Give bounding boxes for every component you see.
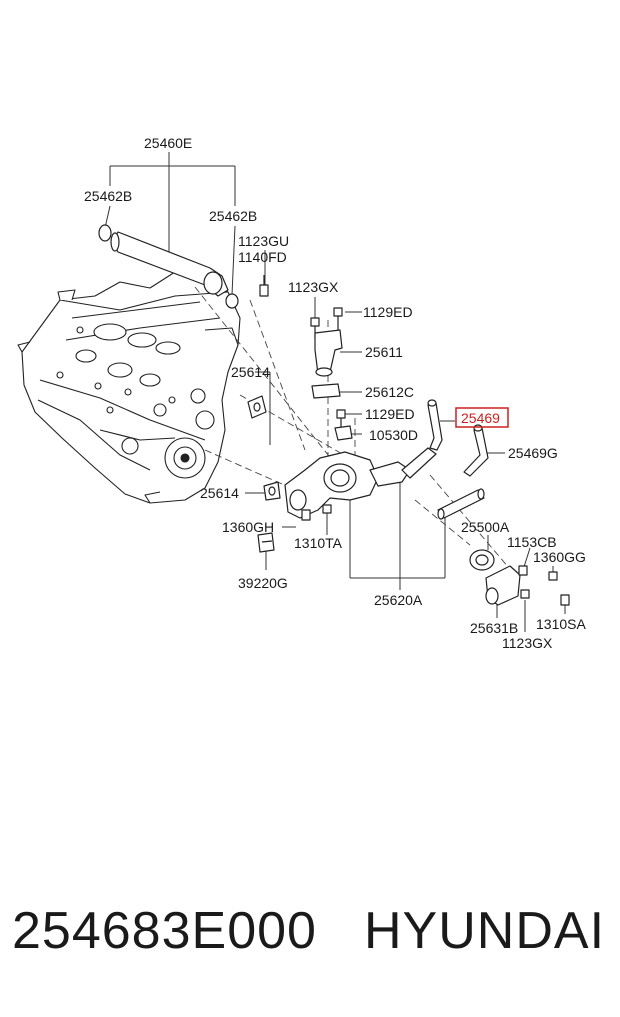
- label-25460E: 25460E: [144, 135, 192, 151]
- label-25469G: 25469G: [508, 445, 558, 461]
- label-10530D: 10530D: [369, 427, 418, 443]
- o-ring-left: [98, 224, 112, 242]
- label-1123GX-bottom: 1123GX: [502, 635, 553, 651]
- part-labels: 25460E 25462B 25462B 1123GU 1140FD 1123G…: [84, 135, 586, 651]
- label-25462B-left: 25462B: [84, 188, 132, 204]
- label-1310TA: 1310TA: [294, 535, 343, 551]
- label-1360GG: 1360GG: [533, 549, 586, 565]
- upper-pipe-25460E: [111, 231, 229, 297]
- part-number: 254683E000: [12, 902, 317, 960]
- gasket-25612C: [311, 383, 341, 399]
- hose-25469G: [463, 427, 489, 477]
- highlight-box-25469: [455, 407, 509, 428]
- label-25462B-right: 25462B: [209, 208, 257, 224]
- label-1129ED-top: 1129ED: [363, 304, 413, 320]
- label-25469: 25469: [461, 410, 500, 426]
- leader-lines: [104, 152, 566, 632]
- label-1123GU: 1123GU: [238, 233, 289, 249]
- label-1140FD: 1140FD: [238, 249, 287, 265]
- label-25612C: 25612C: [365, 384, 414, 400]
- label-1360GH: 1360GH: [222, 519, 274, 535]
- label-1123GX-top: 1123GX: [288, 279, 339, 295]
- label-25500A: 25500A: [461, 519, 510, 535]
- label-25614-bottom: 25614: [200, 485, 239, 501]
- elbow-25611: [314, 329, 343, 375]
- engine-block: [17, 271, 241, 504]
- hose-25469: [427, 402, 443, 451]
- label-25611: 25611: [365, 344, 403, 360]
- label-1153CB: 1153CB: [507, 534, 557, 550]
- label-1129ED-mid: 1129ED: [365, 406, 415, 422]
- sensor-39220G: [257, 532, 275, 553]
- label-25631B: 25631B: [470, 620, 518, 636]
- brand-name: HYUNDAI: [364, 902, 606, 960]
- label-25614-top: 25614: [231, 364, 270, 380]
- o-ring-right: [225, 293, 239, 309]
- label-25620A: 25620A: [374, 592, 423, 608]
- label-39220G: 39220G: [238, 575, 288, 591]
- label-1310SA: 1310SA: [536, 616, 586, 632]
